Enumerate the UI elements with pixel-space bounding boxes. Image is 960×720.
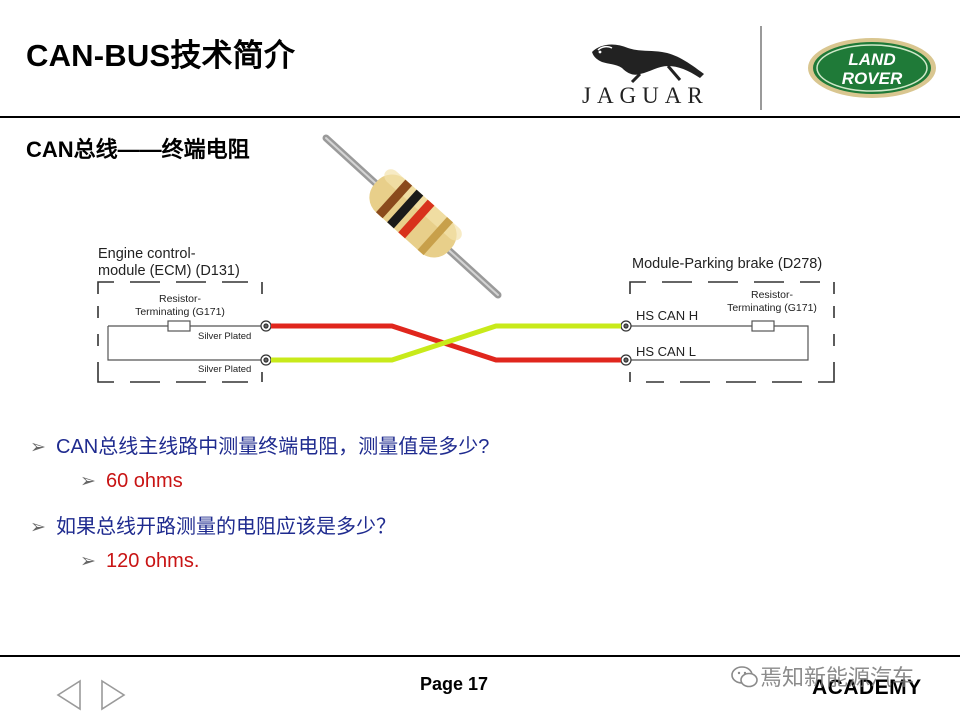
silver-plated-label-top: Silver Plated bbox=[198, 331, 251, 342]
logo-divider bbox=[760, 26, 762, 110]
section-subtitle: CAN总线——终端电阻 bbox=[26, 137, 250, 162]
bullet-item-1: ➢ CAN总线主线路中测量终端电阻，测量值是多少? bbox=[30, 430, 489, 459]
slide-title: CAN-BUS技术简介 bbox=[26, 38, 296, 73]
resistor-image bbox=[322, 134, 502, 299]
previous-slide-button[interactable] bbox=[54, 678, 84, 712]
land-rover-text-line2: ROVER bbox=[842, 69, 903, 88]
arrow-bullet-icon: ➢ bbox=[80, 471, 96, 492]
academy-label: ACADEMY bbox=[812, 676, 922, 699]
can-low-wire bbox=[271, 323, 621, 363]
ecm-resistor-label-2: Terminating (G171) bbox=[135, 306, 225, 318]
hs-can-l-label: HS CAN L bbox=[636, 344, 696, 359]
page-number: Page 17 bbox=[420, 674, 489, 694]
land-rover-text-line1: LAND bbox=[848, 50, 895, 69]
parking-brake-module-label: Module-Parking brake (D278) bbox=[632, 256, 822, 272]
header-rule bbox=[0, 116, 960, 118]
bullet-text-2: 60 ohms bbox=[106, 470, 183, 492]
arrow-bullet-icon: ➢ bbox=[80, 551, 96, 572]
pb-resistor-circuit bbox=[630, 320, 809, 361]
ecm-module-box bbox=[97, 281, 263, 383]
bullet-item-3: ➢ 如果总线开路测量的电阻应该是多少？ bbox=[30, 510, 396, 539]
bullet-text-4: 120 ohms. bbox=[106, 550, 200, 572]
jaguar-wordmark: JAGUAR bbox=[582, 83, 709, 108]
jaguar-leaper-logo bbox=[592, 44, 704, 84]
arrow-bullet-icon: ➢ bbox=[30, 437, 46, 458]
hs-can-h-label: HS CAN H bbox=[636, 308, 698, 323]
ecm-label-line1: Engine control- bbox=[98, 246, 196, 262]
bullet-text-1: CAN总线主线路中测量终端电阻，测量值是多少? bbox=[56, 436, 490, 458]
next-slide-button[interactable] bbox=[98, 678, 128, 712]
bullet-text-3: 如果总线开路测量的电阻应该是多少？ bbox=[56, 516, 396, 538]
footer-rule bbox=[0, 655, 960, 657]
can-termination-diagram: Engine control- module (ECM) (D131) Resi… bbox=[97, 246, 835, 383]
land-rover-logo: LAND ROVER bbox=[808, 38, 936, 98]
pb-resistor-label-1: Resistor- bbox=[751, 289, 794, 301]
watermark-text: 焉知新能源汽车 bbox=[760, 665, 915, 690]
ecm-label-line2: module (ECM) (D131) bbox=[98, 263, 240, 279]
ecm-resistor-label-1: Resistor- bbox=[159, 293, 202, 305]
bullet-item-4: ➢ 120 ohms. bbox=[80, 550, 199, 573]
wechat-icon bbox=[731, 666, 758, 688]
ecm-resistor-circuit bbox=[107, 320, 262, 361]
parking-brake-module-box bbox=[629, 281, 835, 383]
silver-plated-label-bottom: Silver Plated bbox=[198, 364, 251, 375]
ecm-terminals bbox=[260, 320, 272, 366]
bullet-item-2: ➢ 60 ohms bbox=[80, 470, 183, 493]
pb-resistor-label-2: Terminating (G171) bbox=[727, 302, 817, 314]
pb-terminals bbox=[620, 320, 632, 366]
arrow-bullet-icon: ➢ bbox=[30, 517, 46, 538]
